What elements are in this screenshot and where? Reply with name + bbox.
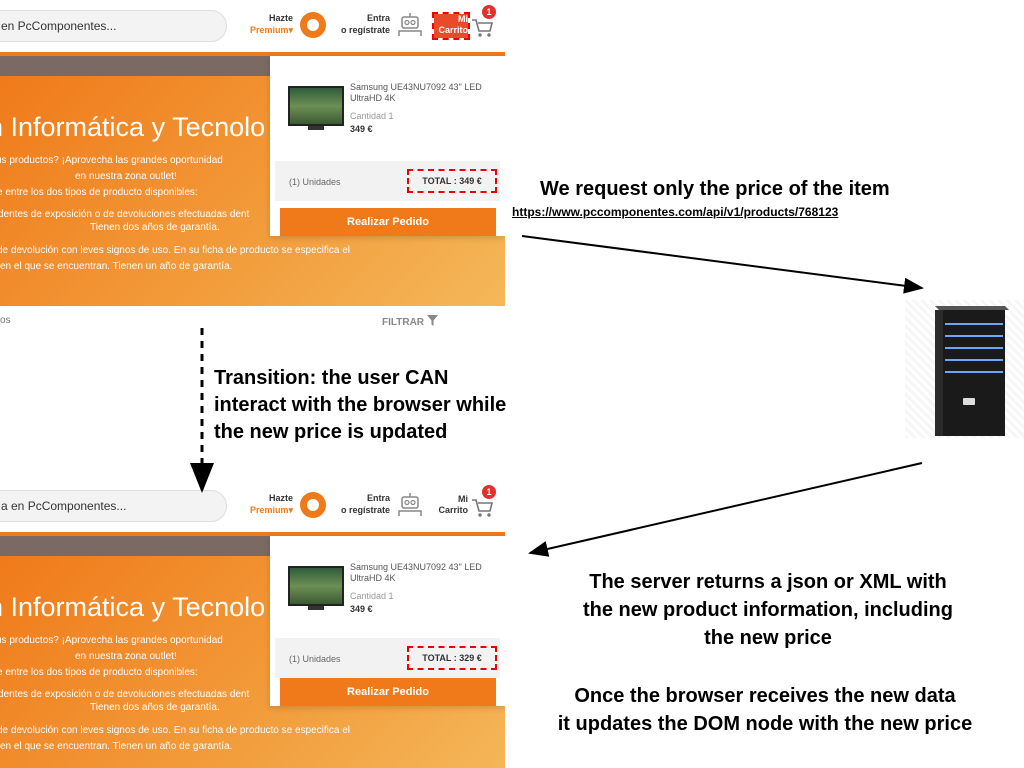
nav-bar [0,536,270,556]
premium-icon[interactable] [300,12,326,38]
product-quantity: Cantidad 1 [350,591,394,601]
units-count: (1) Unidades [289,654,341,664]
cart-line1: Mi [458,494,468,504]
product-price: 349 € [350,604,373,614]
api-url-link[interactable]: https://www.pccomponentes.com/api/v1/pro… [512,205,839,219]
login-link[interactable]: Entra o regístrate [340,492,390,516]
cart-count-badge: 1 [482,5,496,19]
cart-link[interactable]: Mi Carrito [434,494,468,518]
search-input[interactable]: a en PcComponentes... [0,490,227,522]
premium-link[interactable]: Hazte Premium▾ [248,12,293,36]
hero-text-line: en nuestra zona outlet! [75,171,177,182]
cart-summary-row: (1) Unidades TOTAL : 329 € [275,638,500,678]
product-name[interactable]: Samsung UE43NU7092 43" LED UltraHD 4K [350,562,482,583]
filter-bar: os FILTRAR [0,306,448,330]
response-line: The server returns a json or XML with [589,571,947,593]
filter-button[interactable]: FILTRAR [382,315,438,328]
cart-total-highlighted: TOTAL : 349 € [407,169,497,193]
transition-caption: Transition: the user CAN interact with t… [214,365,506,446]
premium-line2: Premium▾ [249,505,293,515]
product-name[interactable]: Samsung UE43NU7092 43" LED UltraHD 4K [350,82,482,103]
header-divider [0,532,505,536]
premium-link[interactable]: Hazte Premium▾ [248,492,293,516]
hero-text-line: e entre los dos tipos de producto dispon… [0,187,198,198]
filter-placeholder: os [0,315,11,326]
search-placeholder: en PcComponentes... [1,19,117,33]
premium-line1: Hazte [268,493,293,503]
update-caption: Once the browser receives the new data i… [505,682,1024,738]
login-line1: Entra [366,493,390,503]
server-icon [905,300,1024,438]
cart-summary-row: (1) Unidades TOTAL : 349 € [275,161,500,201]
product-thumbnail[interactable] [288,86,344,130]
premium-icon[interactable] [300,492,326,518]
server-tower-icon [935,306,1009,436]
site-header: en PcComponentes... Hazte Premium▾ Entra… [0,0,505,52]
login-line2: o regístrate [340,505,390,515]
cart-dropdown: Samsung UE43NU7092 43" LED UltraHD 4K Ca… [270,56,505,236]
robot-user-icon[interactable] [396,10,424,38]
login-link[interactable]: Entra o regístrate [340,12,390,36]
screenshot-after: a en PcComponentes... Hazte Premium▾ Ent… [0,480,505,768]
hero-title: n Informática y Tecnolo [0,112,266,142]
shopping-cart-icon[interactable] [470,12,494,38]
transition-line: the new price is updated [214,421,448,443]
response-caption: The server returns a json or XML with th… [520,568,1016,652]
screenshot-before: en PcComponentes... Hazte Premium▾ Entra… [0,0,505,330]
hero-title: n Informática y Tecnolo [0,592,266,622]
hero-text-line: dentes de exposición o de devoluciones e… [0,689,250,700]
hero-text-line: de devolución con leves signos de uso. E… [0,245,350,256]
place-order-button[interactable]: Realizar Pedido [280,208,496,236]
cart-link[interactable]: Mi Carrito [432,12,470,40]
product-thumbnail[interactable] [288,566,344,610]
hero-text-line: dentes de exposición o de devoluciones e… [0,209,250,220]
cart-line1: Mi [458,14,468,24]
login-line1: Entra [366,13,390,23]
search-input[interactable]: en PcComponentes... [0,10,227,42]
hero-text-line: de devolución con leves signos de uso. E… [0,725,350,736]
transition-line: interact with the browser while [214,394,507,416]
cart-count-badge: 1 [482,485,496,499]
filter-funnel-icon [426,315,438,326]
response-line: the new product information, including [583,599,953,621]
update-line: it updates the DOM node with the new pri… [557,713,973,735]
product-quantity: Cantidad 1 [350,111,394,121]
update-line: Once the browser receives the new data [574,685,956,707]
hero-text-line: us productos? ¡Aprovecha las grandes opo… [0,155,223,166]
search-placeholder: a en PcComponentes... [1,499,127,513]
hero-text-line: en el que se encuentran. Tienen un año d… [0,261,233,272]
units-count: (1) Unidades [289,177,341,187]
site-header: a en PcComponentes... Hazte Premium▾ Ent… [0,480,505,532]
cart-line2: Carrito [438,25,468,35]
premium-line2: Premium▾ [249,25,293,35]
premium-line1: Hazte [268,13,293,23]
hero-text-line: Tienen dos años de garantía. [90,222,220,233]
request-arrow [521,235,924,294]
shopping-cart-icon[interactable] [470,492,494,518]
hero-text-line: en el que se encuentran. Tienen un año d… [0,741,233,752]
transition-line: Transition: the user CAN [214,367,449,389]
login-line2: o regístrate [340,25,390,35]
robot-user-icon[interactable] [396,490,424,518]
nav-bar [0,56,270,76]
hero-text-line: e entre los dos tipos de producto dispon… [0,667,198,678]
product-price: 349 € [350,124,373,134]
cart-dropdown: Samsung UE43NU7092 43" LED UltraHD 4K Ca… [270,536,505,706]
request-caption: We request only the price of the item [540,178,890,200]
hero-text-line: us productos? ¡Aprovecha las grandes opo… [0,635,223,646]
cart-line2: Carrito [438,505,468,515]
header-divider [0,52,505,56]
response-line: the new price [704,627,832,649]
place-order-button[interactable]: Realizar Pedido [280,678,496,706]
response-arrow [528,462,923,557]
cart-total-highlighted: TOTAL : 329 € [407,646,497,670]
hero-text-line: Tienen dos años de garantía. [90,702,220,713]
hero-text-line: en nuestra zona outlet! [75,651,177,662]
